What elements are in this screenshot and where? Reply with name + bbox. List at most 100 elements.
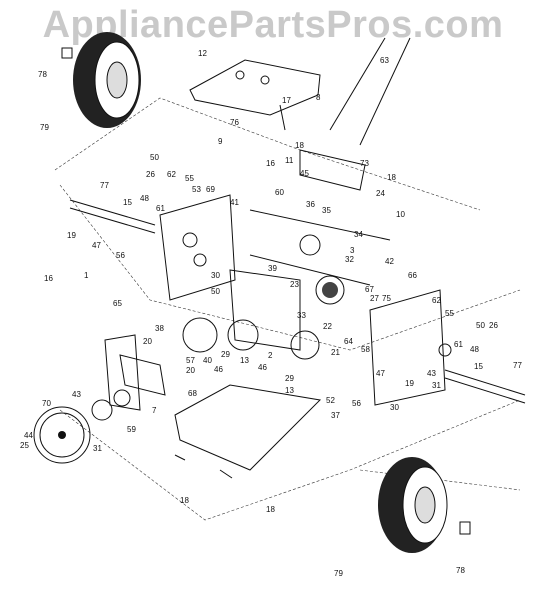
callout-58: 58	[361, 345, 370, 354]
callout-56: 56	[116, 251, 125, 260]
callout-59: 59	[127, 425, 136, 434]
callout-15: 15	[474, 362, 483, 371]
callout-18: 18	[295, 141, 304, 150]
callout-45: 45	[300, 169, 309, 178]
callout-29: 29	[221, 350, 230, 359]
callout-39: 39	[268, 264, 277, 273]
callout-15: 15	[123, 198, 132, 207]
callout-31: 31	[432, 381, 441, 390]
callout-38: 38	[155, 324, 164, 333]
callout-23: 23	[290, 280, 299, 289]
callout-30: 30	[211, 271, 220, 280]
callout-66: 66	[408, 271, 417, 280]
callout-60: 60	[275, 188, 284, 197]
callout-61: 61	[156, 204, 165, 213]
callout-19: 19	[67, 231, 76, 240]
callout-9: 9	[218, 137, 223, 146]
callout-78: 78	[38, 70, 47, 79]
callout-44: 44	[24, 431, 33, 440]
callout-25: 25	[20, 441, 29, 450]
callout-18: 18	[266, 505, 275, 514]
callout-78: 78	[456, 566, 465, 575]
callout-63: 63	[380, 56, 389, 65]
callout-50: 50	[476, 321, 485, 330]
callout-40: 40	[203, 356, 212, 365]
callout-24: 24	[376, 189, 385, 198]
callout-36: 36	[306, 200, 315, 209]
impeller-assembly	[104, 317, 320, 411]
callout-75: 75	[382, 294, 391, 303]
callout-70: 70	[42, 399, 51, 408]
wheel-top-left	[61, 32, 141, 128]
callout-41: 41	[230, 198, 239, 207]
callout-57: 57	[186, 356, 195, 365]
scraper-plate	[174, 384, 322, 479]
callout-labels: 78 79 12 63 8 17 76 9 16 18 73 18 24 11 …	[20, 49, 522, 578]
callout-31: 31	[93, 444, 102, 453]
gear-housing	[229, 234, 345, 351]
callout-55: 55	[445, 309, 454, 318]
callout-43: 43	[427, 369, 436, 378]
callout-79: 79	[334, 569, 343, 578]
right-axle-shaft	[444, 369, 526, 404]
callout-26: 26	[489, 321, 498, 330]
callout-48: 48	[470, 345, 479, 354]
callout-62: 62	[167, 170, 176, 179]
handle-rods	[329, 37, 411, 146]
callout-16: 16	[266, 159, 275, 168]
callout-33: 33	[297, 311, 306, 320]
callout-52: 52	[326, 396, 335, 405]
callout-67: 67	[365, 285, 374, 294]
callout-65: 65	[113, 299, 122, 308]
callout-3: 3	[350, 246, 355, 255]
upper-shaft-assembly	[69, 149, 391, 286]
callout-50: 50	[211, 287, 220, 296]
callout-68: 68	[188, 389, 197, 398]
callout-16: 16	[44, 274, 53, 283]
callout-56: 56	[352, 399, 361, 408]
callout-53: 53	[192, 185, 201, 194]
callout-22: 22	[323, 322, 332, 331]
callout-17: 17	[282, 96, 291, 105]
callout-76: 76	[230, 118, 239, 127]
callout-29: 29	[285, 374, 294, 383]
callout-2: 2	[268, 351, 273, 360]
callout-26: 26	[146, 170, 155, 179]
callout-35: 35	[322, 206, 331, 215]
callout-73: 73	[360, 159, 369, 168]
callout-7: 7	[152, 406, 157, 415]
callout-55: 55	[185, 174, 194, 183]
callout-11: 11	[285, 156, 294, 165]
callout-27: 27	[370, 294, 379, 303]
callout-20: 20	[186, 366, 195, 375]
callout-47: 47	[376, 369, 385, 378]
callout-19: 19	[405, 379, 414, 388]
callout-18: 18	[180, 496, 189, 505]
callout-77: 77	[100, 181, 109, 190]
callout-34: 34	[354, 230, 363, 239]
callout-48: 48	[140, 194, 149, 203]
callout-10: 10	[396, 210, 405, 219]
right-side-plate	[369, 289, 452, 406]
callout-46: 46	[214, 365, 223, 374]
callout-13: 13	[285, 386, 294, 395]
callout-8: 8	[316, 93, 321, 102]
callout-13: 13	[240, 356, 249, 365]
callout-43: 43	[72, 390, 81, 399]
callout-12: 12	[198, 49, 207, 58]
callout-42: 42	[385, 257, 394, 266]
control-panel	[189, 59, 321, 131]
callout-21: 21	[331, 348, 340, 357]
callout-62: 62	[432, 296, 441, 305]
callout-30: 30	[390, 403, 399, 412]
callout-64: 64	[344, 337, 353, 346]
callout-61: 61	[454, 340, 463, 349]
callout-47: 47	[92, 241, 101, 250]
callout-77: 77	[513, 361, 522, 370]
callout-46: 46	[258, 363, 267, 372]
callout-32: 32	[345, 255, 354, 264]
callout-69: 69	[206, 185, 215, 194]
callout-20: 20	[143, 337, 152, 346]
callout-18: 18	[387, 173, 396, 182]
